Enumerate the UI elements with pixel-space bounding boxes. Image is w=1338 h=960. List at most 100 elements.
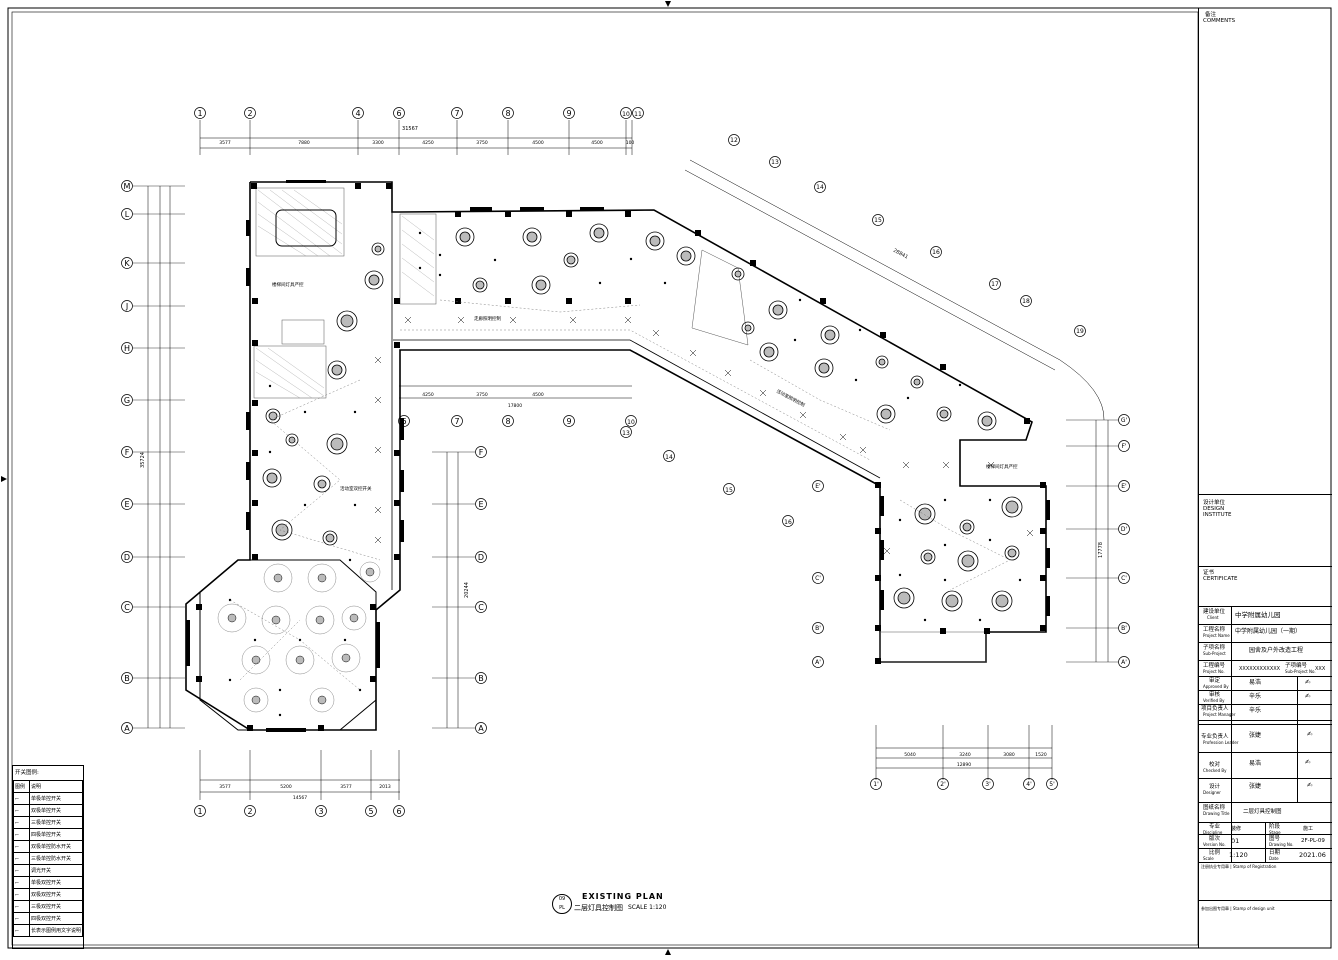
tb-pm: 辛乐 [1249, 707, 1262, 714]
axis-mid-8: 8 [502, 415, 514, 427]
svg-text:B': B' [815, 625, 821, 632]
tb-prof-signature: ✍ [1307, 730, 1313, 738]
tb-subno-lbl: 子项编号 [1285, 663, 1308, 669]
axis-top-7: 7 [451, 107, 463, 119]
dim-right-total: 20244 [464, 582, 470, 598]
tb-designer: 张婕 [1249, 783, 1262, 790]
tb-dwgno-lbl: 图号 [1269, 836, 1281, 842]
stair-room-mid [253, 345, 327, 399]
dimmer-icon: ⌐ [13, 864, 30, 877]
svg-text:A': A' [815, 659, 821, 666]
plan-number-top: 09 [558, 896, 566, 902]
svg-text:1': 1' [873, 781, 879, 788]
svg-text:L: L [125, 210, 130, 219]
svg-text:8: 8 [505, 109, 510, 118]
svg-text:5: 5 [368, 807, 373, 816]
dim-bottom-seg-1: 3577 [219, 784, 231, 790]
tb-approved: 易浩 [1249, 679, 1262, 686]
tb-drawing-lbl-en: Drawing Title [1203, 811, 1230, 816]
axis-rb-F: F' [1066, 440, 1130, 452]
tb-line [1199, 704, 1332, 705]
dim-top-seg-5: 3750 [476, 140, 488, 146]
dim-bottom-seg-3: 3577 [340, 784, 352, 790]
axis-left-J: J [121, 300, 185, 312]
legend-row: ⌐双极双控开关 [13, 888, 84, 901]
tb-verified-lbl: 审核 [1209, 692, 1221, 698]
axis-rm-D: D [432, 551, 487, 563]
svg-text:19: 19 [1076, 328, 1084, 335]
stair-room-right [879, 631, 987, 663]
bottom-right-dimension [875, 725, 1053, 780]
svg-text:C': C' [815, 575, 821, 582]
dim-br-text: 5040 3240 3080 1520 12890 [904, 752, 1047, 768]
svg-text:10: 10 [622, 111, 630, 118]
legend-row: ⌐双极单控防水开关 [13, 840, 84, 853]
tb-line [1199, 900, 1332, 901]
dim-top-total: 31567 [402, 126, 418, 132]
axis-br-1: 1' [870, 778, 882, 790]
dim-top-seg-6: 4500 [532, 140, 544, 146]
downlight-dots [228, 231, 1022, 717]
dim-bottom-seg-4: 2013 [379, 784, 391, 790]
axis-diag-15: 15 [872, 214, 884, 226]
tb-line [1199, 724, 1332, 725]
axis-rbl-E: E' [812, 480, 824, 492]
tb-line [1199, 802, 1332, 803]
top-axis-bubbles: 1 2 4 6 7 8 9 10 11 [194, 107, 644, 119]
svg-text:14: 14 [665, 454, 673, 461]
tb-disc-lbl-en: Discipline [1203, 830, 1223, 835]
tb-stamp-cn: 注册执业专用章 [1201, 864, 1229, 869]
tb-checked: 易浩 [1249, 760, 1262, 767]
tb-prof-lbl: 专业负责人 [1201, 734, 1229, 740]
svg-text:9: 9 [566, 109, 571, 118]
svg-text:17: 17 [991, 281, 999, 288]
tb-subproject-lbl-en: Sub-Project [1203, 651, 1226, 656]
axis-rb-B: B' [1066, 622, 1130, 634]
dim-top-seg-8: 100 [626, 140, 635, 146]
tb-ver-lbl-en: Version No. [1203, 842, 1226, 847]
legend-item: 三极双控开关 [28, 900, 84, 913]
tb-disc-lbl: 专业 [1209, 824, 1221, 830]
light-group-right-block [893, 496, 1023, 612]
legend-row: ⌐四极双控开关 [13, 912, 84, 925]
svg-text:J: J [125, 302, 128, 311]
legend-row: ⌐调光开关 [13, 864, 84, 877]
dim-top-seg-3: 3300 [372, 140, 384, 146]
axis-top-2: 2 [244, 107, 256, 119]
cross-lights [374, 316, 1034, 555]
axis-rbl-B: B' [812, 622, 824, 634]
right-block-dimension [1095, 420, 1109, 662]
axis-br-4: 4' [1023, 778, 1035, 790]
stair-hatch-east [401, 215, 435, 297]
tb-vline [1265, 822, 1266, 862]
legend-row: ⌐三极双控开关 [13, 900, 84, 913]
axis-rb-E: E' [1066, 480, 1130, 492]
switch-icon: ⌐ [13, 804, 30, 817]
svg-text:9: 9 [566, 417, 571, 426]
wall-octagon-room [199, 559, 377, 731]
tb-pm-lbl-en: Project Manager [1203, 712, 1236, 717]
tb-subproject-lbl: 子项名称 [1203, 645, 1226, 651]
right-mid-dimension [446, 452, 459, 728]
svg-text:D: D [478, 553, 484, 562]
tb-stamp-en: Stamp of Registration [1232, 864, 1277, 869]
svg-text:6: 6 [396, 109, 401, 118]
axis-top-9: 9 [563, 107, 575, 119]
switch-icon: ⌐ [13, 900, 30, 913]
legend-row: ⌐单极双控开关 [13, 876, 84, 889]
dim-left-total: 35724 [140, 452, 146, 468]
stair-room-top [255, 187, 345, 257]
svg-text:7: 7 [454, 109, 459, 118]
legend-row: ⌐单极单控开关 [13, 792, 84, 805]
ceiling-lights [217, 223, 1023, 713]
dim-right-block-total: 17778 [1098, 542, 1104, 558]
right-block-left-axes: E' C' B' A' [812, 480, 824, 668]
tb-prof: 张婕 [1249, 732, 1262, 739]
axis-left-A: A [121, 722, 185, 734]
svg-text:7: 7 [454, 417, 459, 426]
arc-curve [1059, 359, 1105, 421]
axis-diag-17: 17 [989, 278, 1001, 290]
bottom-dimension-lines [199, 750, 400, 800]
axis-rbl-C: C' [812, 572, 824, 584]
tb-line [1199, 676, 1332, 677]
